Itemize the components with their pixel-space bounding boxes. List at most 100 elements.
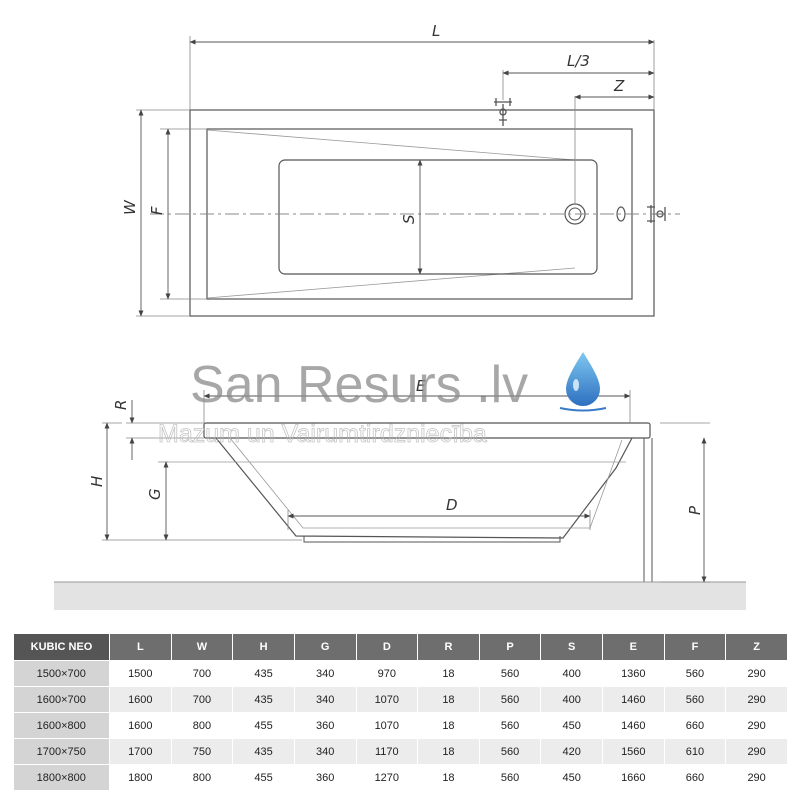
table-cell: 18: [417, 764, 480, 791]
column-header: P: [478, 633, 542, 661]
table-cell: 340: [293, 738, 357, 765]
dim-label-E: E: [416, 377, 426, 395]
table-cell: 18: [417, 660, 480, 687]
table-cell: 450: [540, 712, 603, 739]
table-cell: 290: [725, 686, 788, 713]
table-cell: 660: [663, 712, 727, 739]
table-cell: 1170: [355, 738, 419, 765]
tub-rim-side: [203, 422, 651, 439]
table-cell: 1600×800: [13, 712, 110, 739]
table-cell: 340: [293, 660, 357, 687]
top-view: [150, 36, 680, 317]
column-header: R: [417, 633, 480, 661]
table-cell: 1460: [602, 712, 665, 739]
column-header: W: [170, 633, 234, 661]
side-dimensions: [102, 390, 710, 583]
dim-label-P: P: [686, 505, 704, 515]
table-cell: 1800×800: [13, 764, 110, 791]
table-cell: 1800: [109, 764, 172, 791]
table-cell: 400: [540, 686, 603, 713]
faucet-top-icon: [494, 98, 512, 126]
tub-slope-lines: [206, 129, 576, 299]
dim-label-G: G: [146, 488, 164, 500]
watermark-tagline: Mazum un Vairumtirdzniecība: [158, 420, 487, 448]
table-cell: 970: [355, 660, 419, 687]
column-header: H: [232, 633, 295, 661]
table-cell: 700: [170, 686, 234, 713]
table-cell: 1070: [355, 712, 419, 739]
table-cell: 560: [663, 660, 727, 687]
table-cell: 610: [663, 738, 727, 765]
top-dimensions: [136, 39, 655, 317]
column-header: G: [293, 633, 357, 661]
table-cell: 435: [232, 660, 295, 687]
table-row: 1700×750 1700 750 435 340 1170 18 560 42…: [13, 738, 788, 765]
dim-label-F: F: [148, 206, 166, 215]
column-header: KUBIC NEO: [13, 633, 110, 661]
table-cell: 1360: [602, 660, 665, 687]
tub-outer-rim: [189, 109, 655, 317]
table-cell: 560: [478, 764, 542, 791]
table-cell: 560: [478, 738, 542, 765]
table-cell: 400: [540, 660, 603, 687]
table-cell: 1460: [602, 686, 665, 713]
dim-label-R: R: [112, 400, 130, 410]
table-cell: 1270: [355, 764, 419, 791]
dim-label-L3: L/3: [567, 52, 590, 70]
table-cell: 800: [170, 764, 234, 791]
table-cell: 435: [232, 686, 295, 713]
table-cell: 1600×700: [13, 686, 110, 713]
table-cell: 18: [417, 686, 480, 713]
table-row: 1600×700 1600 700 435 340 1070 18 560 40…: [13, 686, 788, 713]
table-row: 1800×800 1800 800 455 360 1270 18 560 45…: [13, 764, 788, 791]
table-cell: 18: [417, 738, 480, 765]
table-cell: 560: [478, 712, 542, 739]
table-cell: 290: [725, 712, 788, 739]
table-cell: 800: [170, 712, 234, 739]
bathtub-technical-drawing: L L/3 Z W F S R H G E D P San Resurs .lv: [54, 22, 746, 610]
table-cell: 1600: [109, 712, 172, 739]
table-cell: 1700: [109, 738, 172, 765]
table-cell: 1560: [602, 738, 665, 765]
table-cell: 455: [232, 764, 295, 791]
dim-label-D: D: [446, 496, 458, 514]
floor: [54, 582, 746, 610]
watermark-brand: San Resurs .lv: [190, 356, 528, 414]
table-cell: 290: [725, 738, 788, 765]
table-cell: 660: [663, 764, 727, 791]
table-cell: 1500×700: [13, 660, 110, 687]
dimensions-table: KUBIC NEO L W H G D R P S E F Z 1500×700…: [13, 633, 788, 791]
table-cell: 1700×750: [13, 738, 110, 765]
column-header: Z: [725, 633, 788, 661]
column-header: D: [355, 633, 419, 661]
table-cell: 560: [478, 660, 542, 687]
table-cell: 1070: [355, 686, 419, 713]
dim-label-S: S: [400, 214, 418, 224]
dim-label-Z: Z: [613, 77, 625, 95]
table-cell: 560: [478, 686, 542, 713]
watermark: San Resurs .lv Mazum un Vairumtirdzniecī…: [158, 352, 607, 448]
table-cell: 560: [663, 686, 727, 713]
side-view: [165, 422, 653, 582]
water-drop-icon: [559, 352, 607, 412]
table-cell: 450: [540, 764, 603, 791]
table-cell: 290: [725, 660, 788, 687]
table-cell: 18: [417, 712, 480, 739]
tub-leg: [643, 438, 653, 582]
table-cell: 455: [232, 712, 295, 739]
tub-shell: [215, 437, 633, 539]
column-header: L: [109, 633, 172, 661]
dim-label-H: H: [88, 476, 106, 487]
column-header: E: [602, 633, 665, 661]
table-cell: 340: [293, 686, 357, 713]
table-header-row: KUBIC NEO L W H G D R P S E F Z: [13, 633, 788, 661]
table-cell: 360: [293, 712, 357, 739]
tub-floor: [278, 159, 598, 275]
table-cell: 290: [725, 764, 788, 791]
table-row: 1500×700 1500 700 435 340 970 18 560 400…: [13, 660, 788, 687]
table-cell: 435: [232, 738, 295, 765]
table-cell: 420: [540, 738, 603, 765]
table-cell: 1600: [109, 686, 172, 713]
dim-label-W: W: [121, 199, 139, 215]
table-cell: 360: [293, 764, 357, 791]
